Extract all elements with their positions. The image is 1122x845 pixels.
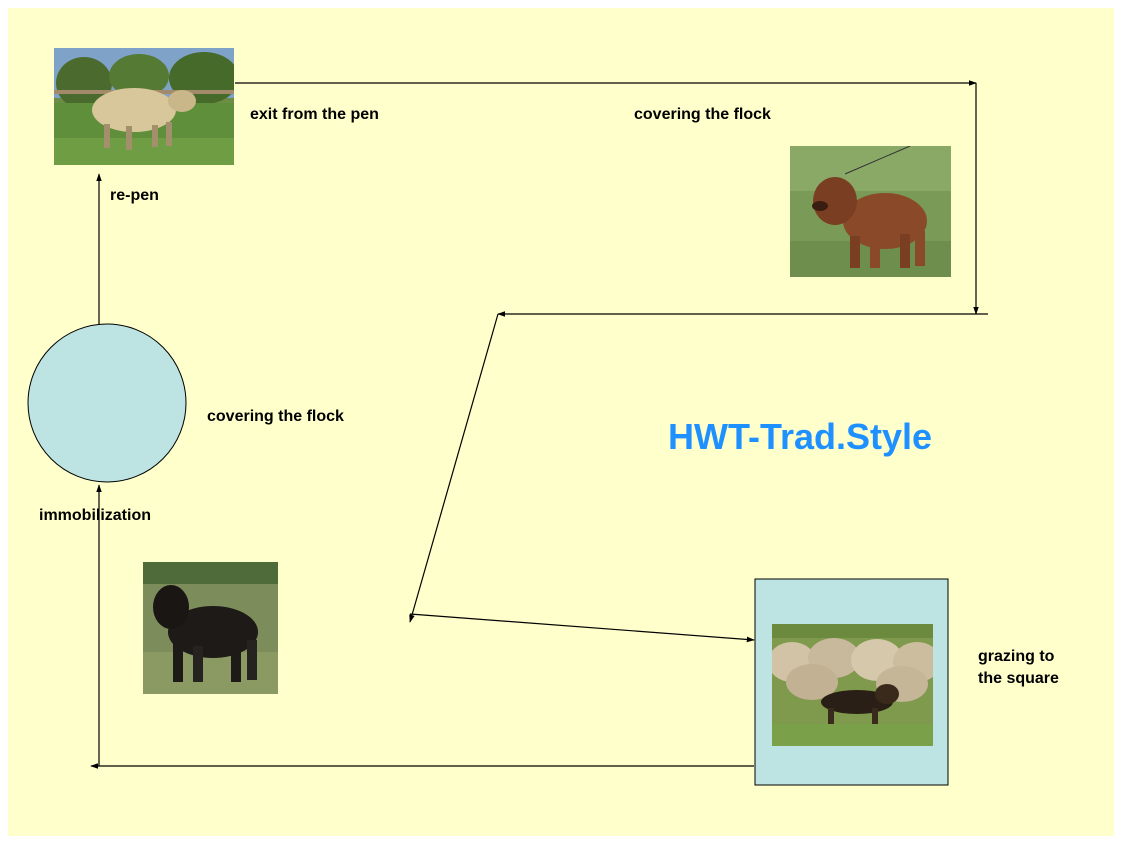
briard-dog-photo [790,146,951,277]
diagram-slide: exit from the pen covering the flock re-… [8,8,1114,836]
immobilization-circle [27,323,187,483]
dog-herding-flock-photo [772,624,933,746]
label-grazing-line2: the square [978,670,1059,687]
arrow-to-grazing [409,613,755,643]
arrow-diagonal-down [409,313,499,623]
label-re-pen: re-pen [110,187,159,204]
sheep-photo [54,48,234,165]
label-grazing-line1: grazing to [978,648,1055,665]
label-covering-flock-top: covering the flock [634,106,771,123]
label-covering-flock-mid: covering the flock [207,408,344,425]
diagram-title: HWT-Trad.Style [668,416,933,457]
corded-black-dog-photo [143,562,278,694]
label-immobilization: immobilization [39,507,151,524]
label-exit-from-pen: exit from the pen [250,106,379,123]
